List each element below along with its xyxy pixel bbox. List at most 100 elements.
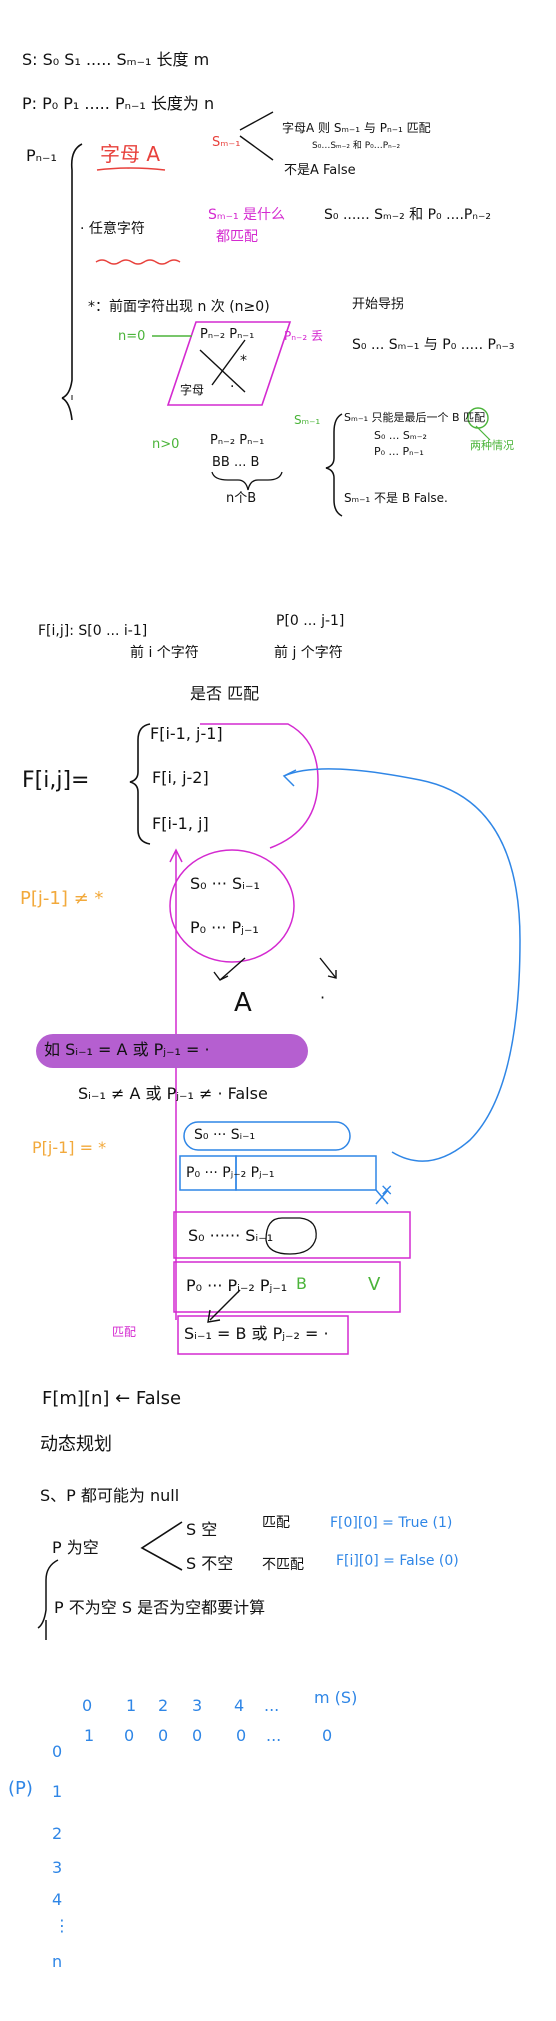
- pn1-label: Pₙ₋₁: [26, 146, 57, 165]
- p-star: P[j-1] = *: [32, 1138, 107, 1157]
- letter-a-case: 字母 A: [100, 142, 161, 166]
- magenta-box-match: [177, 1315, 349, 1355]
- highlight-bar: [36, 1034, 308, 1068]
- is-match-title: 是否 匹配: [190, 684, 260, 703]
- blue-loop: [283, 768, 521, 1162]
- s0-si1: S₀ ··· Sᵢ₋₁: [190, 874, 260, 893]
- s-definition: S: S₀ S₁ ..... Sₘ₋₁ 长度 m: [22, 50, 210, 69]
- p-label: (P): [8, 1778, 33, 1799]
- two-cases: 两种情况: [470, 439, 514, 452]
- row0-dots: ...: [266, 1726, 282, 1745]
- row-label-0: 0: [52, 1742, 63, 1761]
- fmn-false: F[m][n] ← False: [42, 1388, 182, 1409]
- letter-a-big: A: [234, 988, 252, 1018]
- ngt0-label: n>0: [152, 437, 180, 452]
- bb-b-header: Pₙ₋₂ Pₙ₋₁: [210, 433, 265, 448]
- s0-si1-blue: S₀ ··· Sᵢ₋₁: [194, 1127, 256, 1143]
- n0-label: n=0: [118, 329, 146, 344]
- star-mark: *: [240, 353, 247, 369]
- dp-case-3: F[i-1, j]: [152, 814, 209, 833]
- letter-a-underline: [96, 167, 166, 171]
- p0-pj1: P₀ ··· Pⱼ₋₁: [190, 918, 259, 937]
- dp-title: 动态规划: [40, 1434, 112, 1455]
- row-label-4: 4: [52, 1890, 63, 1909]
- match-label: 匹配: [112, 1325, 137, 1339]
- dp-brace: [129, 723, 151, 845]
- p-not-star: P[j-1] ≠ *: [20, 888, 104, 909]
- sm1-what: Sₘ₋₁ 是什么: [208, 207, 286, 223]
- n0-parallelogram: [166, 321, 292, 406]
- dot-small: ·: [230, 379, 235, 395]
- magenta-box-p: [173, 1261, 401, 1313]
- dot-rest: S₀ ...... Sₘ₋₂ 和 P₀ ....Pₙ₋₂: [324, 207, 491, 223]
- main-brace: [61, 143, 83, 399]
- dot-any-char: · 任意字符: [80, 221, 145, 237]
- row-label-n: n: [52, 1952, 63, 1971]
- letter-small: 字母: [180, 383, 205, 397]
- case-a-rest: S₀…Sₘ₋₂ 和 P₀…Pₙ₋₂: [312, 141, 401, 151]
- col-header-m: m (S): [314, 1688, 358, 1707]
- row0-c2: 0: [158, 1726, 169, 1745]
- magenta-box-s: [173, 1211, 411, 1259]
- first-i-chars: 前 i 个字符: [130, 645, 199, 661]
- col-header-0: 0: [82, 1696, 93, 1715]
- p0-pj2: P₀ ··· Pⱼ₋₂ Pⱼ₋₁: [186, 1165, 275, 1181]
- row-label-3: 3: [52, 1858, 63, 1877]
- n-b: n个B: [226, 491, 257, 506]
- fij-definition: F[i,j]: S[0 ... i-1]: [38, 623, 148, 639]
- match-text: 匹配: [262, 1515, 290, 1531]
- p-range: P[0 ... j-1]: [276, 613, 345, 629]
- pn1-seq: P₀ ... Pₙ₋₁: [374, 445, 424, 458]
- row-label-2: 2: [52, 1824, 63, 1843]
- col-header-dots: ...: [264, 1696, 280, 1715]
- dot-big: ·: [320, 988, 326, 1007]
- s-empty: S 空: [186, 1520, 218, 1539]
- row0-c1: 0: [124, 1726, 135, 1745]
- match-condition: Sᵢ₋₁ = B 或 Pⱼ₋₂ = ·: [184, 1324, 329, 1343]
- blue-x-label: ×: [380, 1180, 394, 1199]
- col-header-4: 4: [234, 1696, 245, 1715]
- row0-m: 0: [322, 1726, 333, 1745]
- no-match-text: 不匹配: [262, 1557, 304, 1573]
- dp-case-1: F[i-1, j-1]: [150, 724, 223, 743]
- bbb-seq: BB ... B: [212, 455, 260, 470]
- s0-si1-magenta: S₀ ······ Sᵢ₋₁: [188, 1226, 274, 1245]
- n0-rest: S₀ ... Sₘ₋₁ 与 P₀ ..... Pₙ₋₃: [352, 337, 515, 353]
- dp-case-2: F[i, j-2]: [152, 768, 209, 787]
- v-mark: V: [368, 1274, 381, 1295]
- col-header-1: 1: [126, 1696, 137, 1715]
- case-a-match: 字母A 则 Sₘ₋₁ 与 Pₙ₋₁ 匹配: [282, 121, 431, 135]
- row-label-1: 1: [52, 1782, 63, 1801]
- blue-box-p2: [235, 1155, 377, 1191]
- blue-box-s: [183, 1121, 351, 1151]
- sp-null: S、P 都可能为 null: [40, 1486, 180, 1505]
- start-guess: 开始导拐: [352, 297, 405, 312]
- last-b-match: Sₘ₋₁ 只能是最后一个 B 匹配: [344, 411, 486, 424]
- false-condition: Sᵢ₋₁ ≠ A 或 Pⱼ₋₁ ≠ · False: [78, 1084, 268, 1103]
- col-header-2: 2: [158, 1696, 169, 1715]
- not-b-false: Sₘ₋₁ 不是 B False.: [344, 491, 448, 505]
- first-j-chars: 前 j 个字符: [274, 645, 343, 661]
- sm1-red: Sₘ₋₁: [212, 135, 241, 150]
- any-char-wavy: [95, 259, 181, 265]
- highlight-condition: 如 Sᵢ₋₁ = A 或 Pⱼ₋₁ = ·: [44, 1040, 210, 1059]
- fij-equals: F[i,j]=: [22, 768, 90, 793]
- s-not-empty: S 不空: [186, 1554, 234, 1573]
- p0-b: P₀ ··· Pⱼ₋₂ Pⱼ₋₁: [186, 1276, 288, 1295]
- magenta-loop: [200, 723, 319, 849]
- star-line: *：前面字符出现 n 次 (n≥0): [88, 299, 270, 315]
- row0-c3: 0: [192, 1726, 203, 1745]
- fi0-false: F[i][0] = False (0): [336, 1553, 459, 1569]
- row0-c4: 0: [236, 1726, 247, 1745]
- p-empty: P 为空: [52, 1538, 99, 1557]
- p-not-empty: P 不为空 S 是否为空都要计算: [54, 1598, 266, 1617]
- sm2-seq: S₀ ... Sₘ₋₂: [374, 429, 427, 442]
- magenta-circle: [169, 849, 295, 963]
- row0-c0: 1: [84, 1726, 95, 1745]
- b-green: B: [296, 1274, 307, 1293]
- pn2-pn1: Pₙ₋₂ Pₙ₋₁: [200, 327, 255, 342]
- all-match: 都匹配: [216, 229, 258, 245]
- pn2-discard: Pₙ₋₂ 丢: [284, 329, 323, 343]
- row-label-vdots: ⋮: [54, 1916, 70, 1935]
